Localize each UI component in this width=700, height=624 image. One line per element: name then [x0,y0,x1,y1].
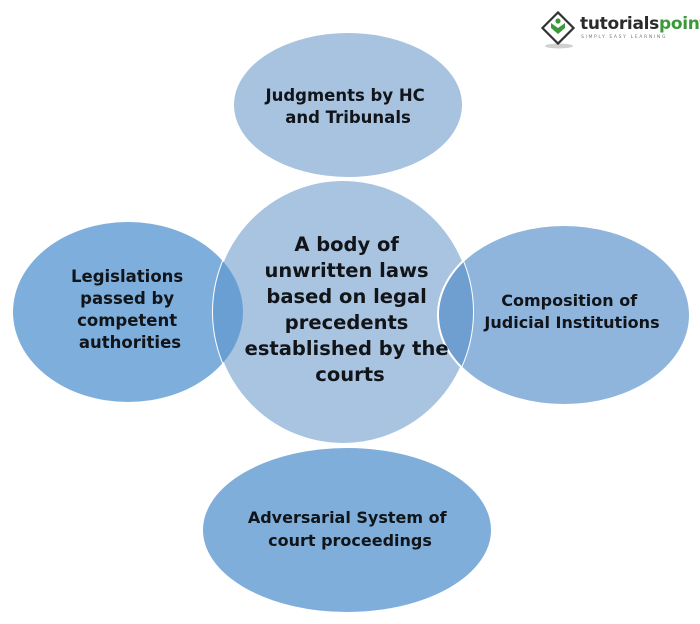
node-top-label: Judgments by HC and Tribunals [264,86,430,127]
node-left-line: competent [77,311,177,330]
node-right-outline [437,224,691,406]
node-top-line: Judgments by HC [264,86,424,105]
node-left-label: Legislations passed by competent authori… [71,267,189,352]
center-line: based on legal [266,285,426,308]
node-left-line: authorities [79,333,181,352]
node-right-line: Composition of [501,291,638,310]
node-left-ellipse [13,222,243,402]
node-left-line: passed by [80,289,174,308]
node-right-line: Judicial Institutions [483,313,659,332]
node-left-line: Legislations [71,267,183,286]
node-bottom-line: court proceedings [268,531,432,550]
center-line: courts [315,363,384,386]
tutorialspoint-logo[interactable]: tutorialspoint SIMPLY EASY LEARNING [540,10,700,50]
node-bottom-line: Adversarial System of [248,508,448,527]
logo-brand-accent: point [658,14,700,34]
node-right-ellipse [438,225,690,405]
logo-diamond-icon [540,10,576,49]
center-line: A body of [294,233,399,256]
node-bottom-label: Adversarial System of court proceedings [248,508,452,550]
logo-tagline: SIMPLY EASY LEARNING [581,35,668,40]
node-right-label: Composition of Judicial Institutions [483,291,659,332]
node-top-line: and Tribunals [285,108,411,127]
center-line: established by the [245,337,449,360]
center-line: precedents [285,311,409,334]
center-label: A body of unwritten laws based on legal … [245,233,456,386]
logo-brand-main: tutorials [580,14,659,34]
node-top-ellipse [232,31,464,179]
node-bottom-ellipse [201,446,493,614]
center-line: unwritten laws [265,259,429,282]
logo-wordmark: tutorialspoint [580,14,700,34]
